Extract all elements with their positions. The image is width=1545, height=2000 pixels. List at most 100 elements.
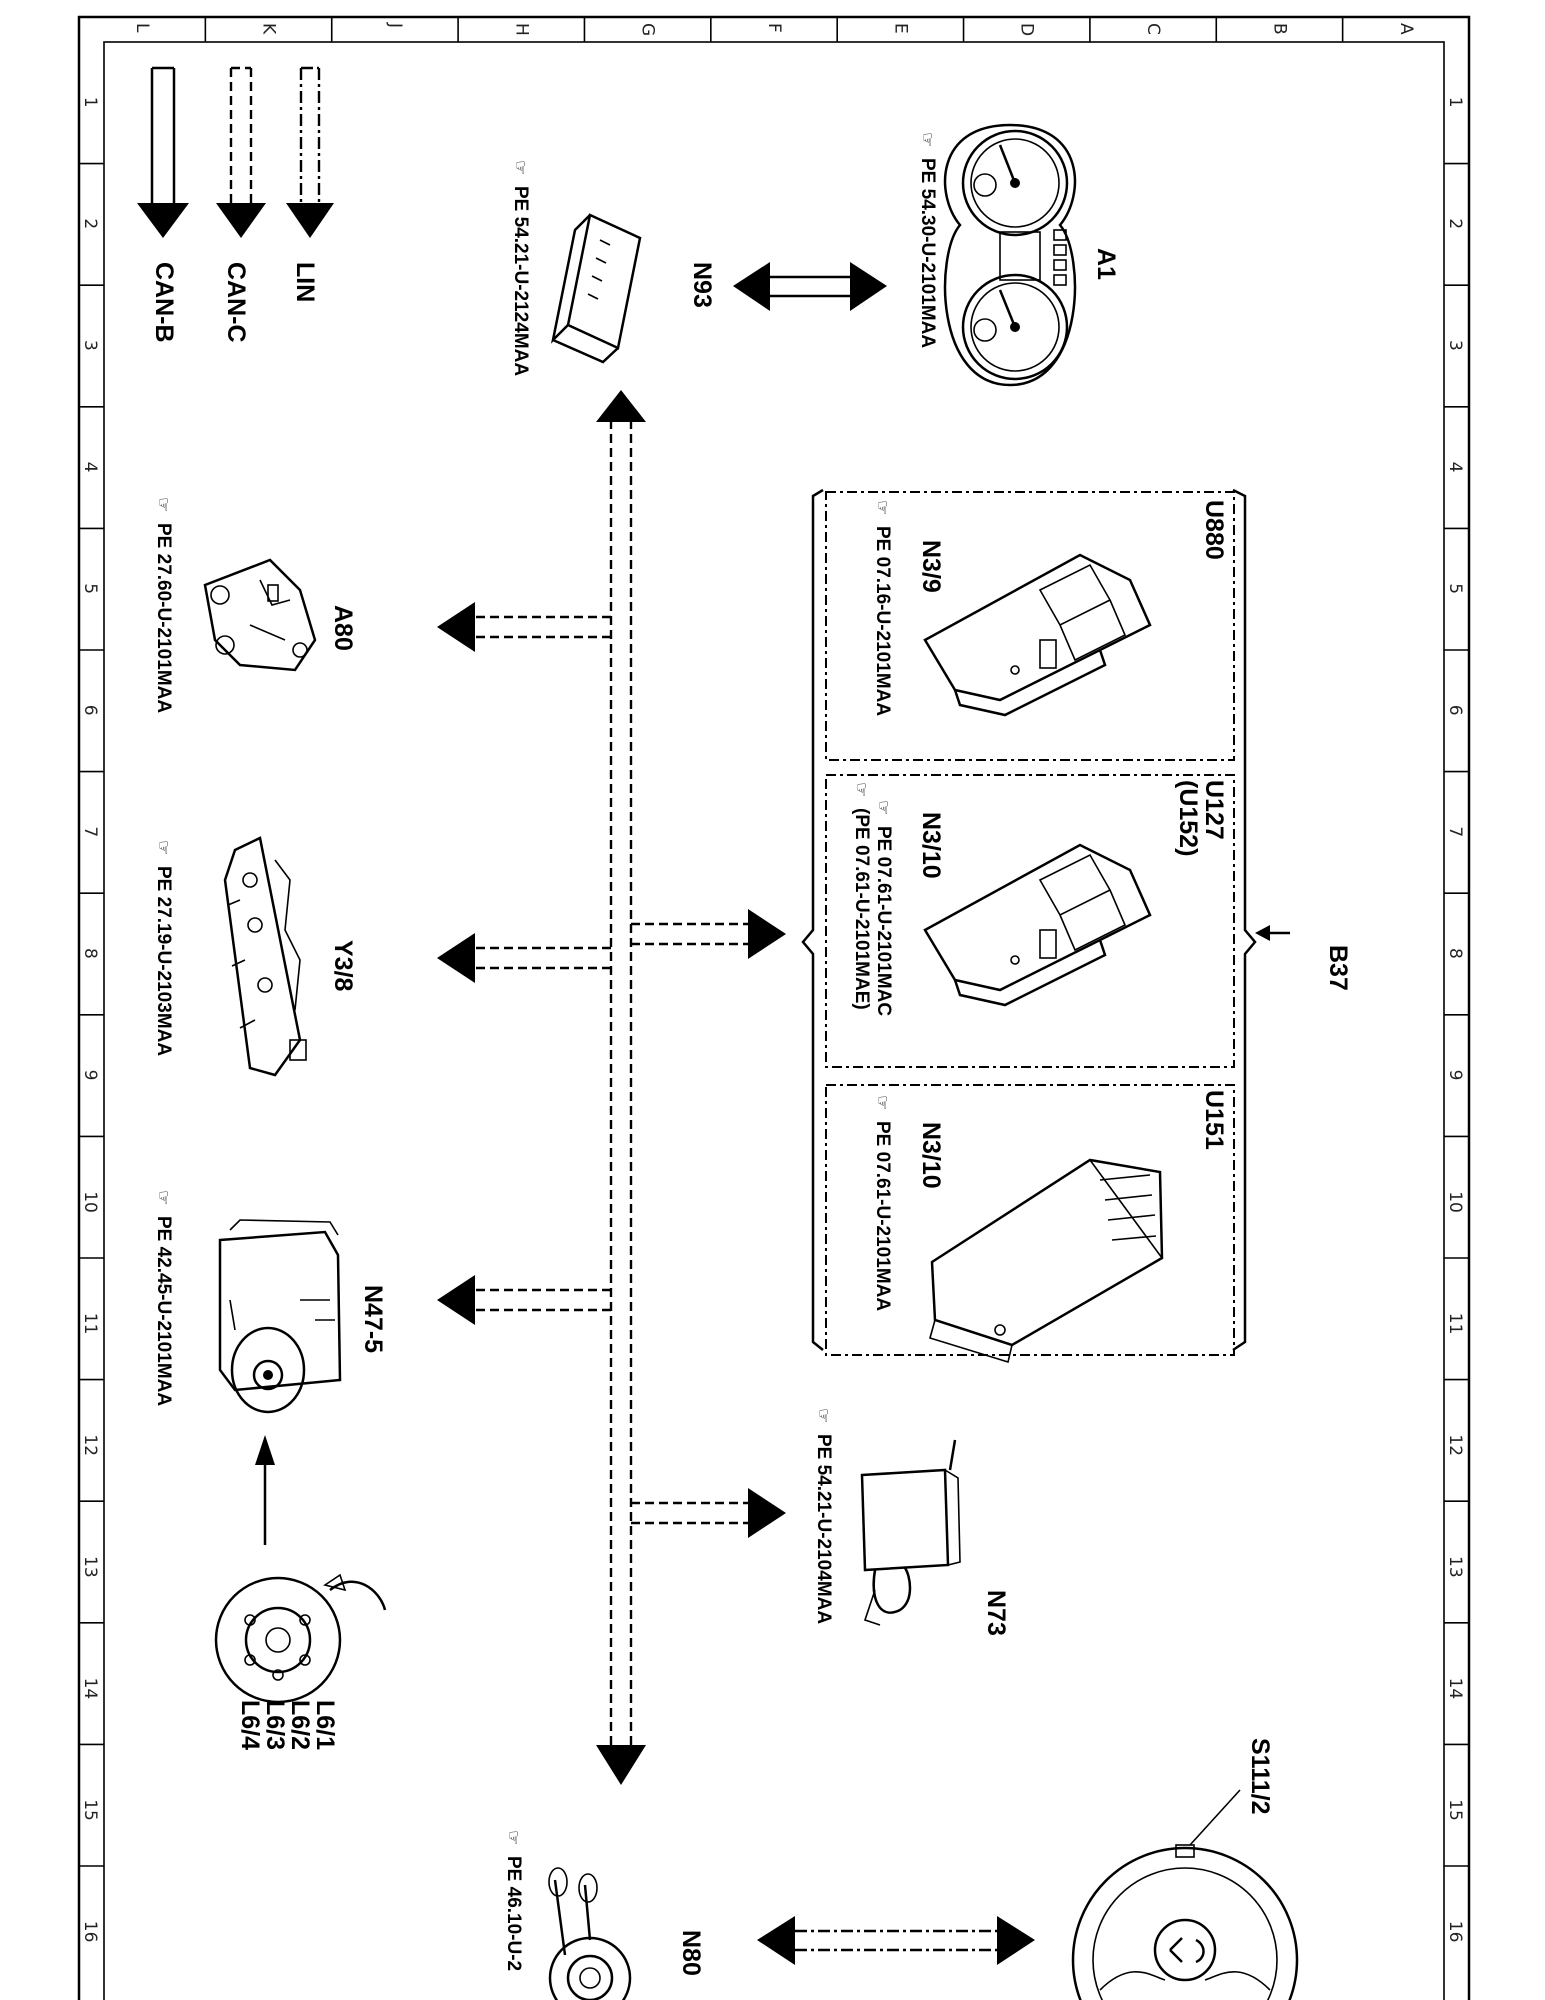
legend-lin-line: [299, 66, 321, 203]
grid-col-label: H: [511, 23, 531, 36]
grid-lines: [79, 17, 1469, 1867]
grid-col-label: B: [1269, 23, 1289, 35]
grid-col-label: C: [1143, 23, 1163, 35]
grid-col-label: L: [132, 23, 152, 33]
a80-actuator-icon: [203, 558, 317, 672]
u151-label: U151: [1200, 1090, 1228, 1150]
n3-10a-pointer-icon-2: ☞: [851, 782, 871, 797]
grid-row-label: 3: [1445, 340, 1465, 351]
u127-label: U127: [1200, 780, 1228, 840]
outer-frame: [77, 15, 1471, 2000]
grid-row-label: 11: [1445, 1313, 1465, 1335]
grid-row-label: 15: [1445, 1799, 1465, 1821]
l6-3-label: L6/3: [261, 1700, 289, 1750]
grid-col-label: K: [259, 23, 279, 35]
grid-col-label: E: [890, 23, 910, 34]
n80-label: N80: [677, 1930, 705, 1976]
n47-5-esp-unit-icon: [218, 1219, 342, 1414]
n80-pointer-icon: ☞: [503, 1830, 523, 1845]
n3-10a-label: N3/10: [917, 812, 945, 879]
grid-row-label: 14: [80, 1678, 100, 1700]
grid-row-label: 9: [1445, 1070, 1465, 1081]
arrow-to-n93: [733, 262, 770, 311]
grid-col-label: G: [638, 23, 658, 36]
grid-row-label: 2: [1445, 218, 1465, 229]
grid-col-label: A: [1396, 23, 1416, 35]
inner-frame: [103, 41, 1445, 2000]
n3-10-ecu-icon: [923, 843, 1152, 1007]
n93-gateway-icon: [550, 213, 642, 364]
branch-a80: [475, 615, 611, 639]
arrow-to-a1: [850, 262, 887, 311]
n47-5-pointer-icon: ☞: [153, 1190, 173, 1205]
grid-row-label: 12: [80, 1434, 100, 1456]
grid-row-label: 10: [1445, 1191, 1465, 1213]
u127-alt-label: (U152): [1174, 780, 1202, 856]
a1-instrument-cluster-icon: [943, 123, 1077, 387]
main-bus-line: [609, 420, 633, 1755]
grid-row-label: 14: [1445, 1678, 1465, 1700]
grid-row-label: 7: [80, 826, 100, 837]
a80-ref: PE 27.60-U-2101MAA: [153, 523, 174, 713]
u880-label: U880: [1200, 500, 1228, 560]
n73-ignition-switch-icon: [860, 1439, 961, 1626]
grid-row-label: 10: [80, 1191, 100, 1213]
grid-row-label: 6: [80, 705, 100, 716]
link-a1-n93: [770, 275, 850, 298]
n73-pointer-icon: ☞: [813, 1408, 833, 1423]
l6-1-label: L6/1: [311, 1700, 339, 1750]
l6-wheel-sensor-icon: [214, 1573, 387, 1704]
n3-10b-ref: PE 07.61-U-2101MAA: [872, 1121, 893, 1311]
l6-2-label: L6/2: [286, 1700, 314, 1750]
grid-row-label: 8: [1445, 948, 1465, 959]
grid-row-label: 16: [80, 1921, 100, 1943]
y3-8-label: Y3/8: [329, 940, 357, 992]
link-n80-s111: [795, 1929, 997, 1952]
legend-canc-line: [229, 66, 253, 203]
grid-row-label: 4: [1445, 462, 1465, 473]
legend: LIN CAN-C CAN-B: [137, 66, 334, 343]
grid-row-label: 13: [80, 1556, 100, 1578]
grid-col-label: J: [385, 22, 405, 28]
u151-box: [825, 1084, 1235, 1356]
n3-9-label: N3/9: [917, 540, 945, 593]
grid-col-label: D: [1017, 23, 1037, 36]
branch-ecu: [631, 922, 748, 946]
l6-4-label: L6/4: [236, 1700, 264, 1750]
n80-steering-column-module-icon: [548, 1867, 632, 2000]
s111-2-steering-wheel-icon: [1071, 1844, 1299, 2000]
n3-10b-label: N3/10: [917, 1122, 945, 1189]
grid-row-label: 16: [1445, 1921, 1465, 1943]
b37-label: B37: [1324, 945, 1352, 991]
n47-5-label: N47-5: [359, 1285, 387, 1353]
bus-arrow-down-n80: [596, 1745, 646, 1785]
n73-ref: PE 54.21-U-2104MAA: [813, 1434, 834, 1624]
arrow-n47-5: [437, 1275, 475, 1325]
legend-canc-arrow: [216, 203, 266, 238]
branch-y38: [475, 946, 611, 970]
n93-label: N93: [688, 262, 716, 308]
grid-row-label: 5: [1445, 583, 1465, 594]
grid-col-label: F: [764, 23, 784, 33]
n3-10-ecu-box-icon: [929, 1158, 1164, 1364]
a80-pointer-icon: ☞: [153, 497, 173, 512]
a1-ref: PE 54.30-U-2101MAA: [917, 158, 938, 348]
arrow-y38: [437, 933, 475, 983]
l6-to-n47-arrow: [255, 1435, 275, 1465]
s111-2-label: S111/2: [1246, 1738, 1274, 1814]
y3-8-pointer-icon: ☞: [153, 840, 173, 855]
arrow-a80: [437, 602, 475, 652]
a1-label: A1: [1092, 248, 1120, 280]
legend-canb-line: [150, 66, 176, 203]
n3-9-pointer-icon: ☞: [872, 500, 892, 515]
n73-label: N73: [982, 1590, 1010, 1636]
arrow-to-s111: [997, 1916, 1035, 1965]
grid-row-label: 12: [1445, 1434, 1465, 1456]
grid-row-label: 13: [1445, 1556, 1465, 1578]
n93-pointer-icon: ☞: [510, 160, 530, 175]
grid-row-label: 2: [80, 218, 100, 229]
legend-canc-label: CAN-C: [222, 262, 250, 343]
legend-canb-label: CAN-B: [150, 262, 178, 343]
legend-canb-arrow: [137, 203, 189, 238]
n3-9-ecu-icon: [923, 553, 1152, 717]
